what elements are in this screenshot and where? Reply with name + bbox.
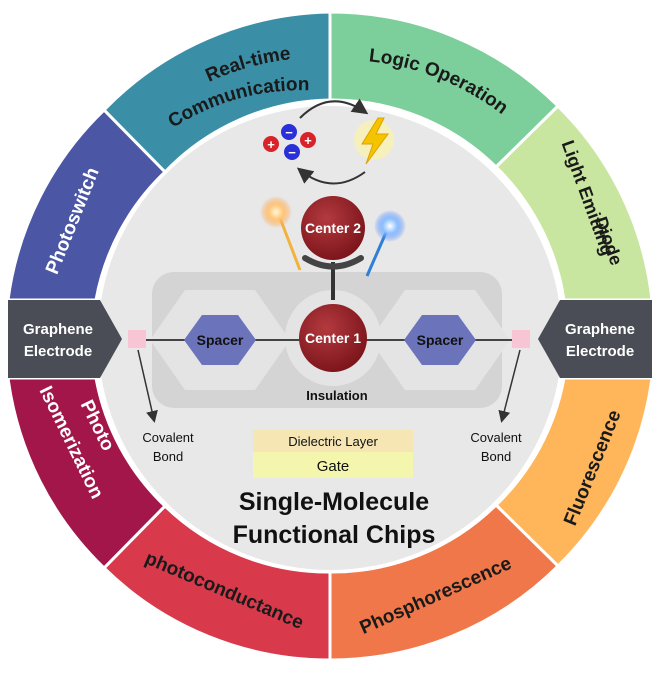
left-electrode-label-1: Graphene — [23, 321, 93, 338]
segment-light-emitting-diode — [493, 103, 654, 302]
orange-light-beam — [278, 217, 302, 271]
right-electrode-label-2: Electrode — [566, 343, 634, 360]
left-spacer-label: Spacer — [197, 332, 244, 348]
right-electrode-label-1: Graphene — [565, 321, 635, 338]
charge-cluster: + − + − — [263, 124, 316, 160]
positive-charge-1 — [263, 136, 279, 152]
center2-ball — [301, 196, 365, 260]
right-contact-pad — [512, 330, 530, 348]
left-electrode — [8, 300, 122, 378]
positive-sign-1: + — [267, 137, 275, 152]
center2-label: Center 2 — [305, 220, 361, 236]
cycle-arrow-top — [299, 98, 369, 119]
right-covalent-label-1: Covalent — [470, 430, 522, 445]
lightning-icon — [354, 117, 394, 165]
left-spacer-hexagon — [184, 315, 256, 365]
diagram-title-line-2: Functional Chips — [233, 521, 436, 549]
left-covalent-arrow — [137, 349, 158, 423]
left-covalent-label-1: Covalent — [142, 430, 194, 445]
gate-label: Gate — [317, 458, 350, 475]
dielectric-layer — [253, 430, 413, 452]
right-covalent-arrow — [498, 349, 521, 423]
right-electrode — [538, 300, 652, 378]
diagram-title-line-1: Single-Molecule — [239, 488, 429, 516]
left-electrode-label-2: Electrode — [24, 343, 92, 360]
right-covalent-label-2: Bond — [481, 449, 511, 464]
insulation-label: Insulation — [306, 388, 367, 403]
segment-photo-isomerization — [6, 376, 168, 571]
center2-cradle — [302, 255, 364, 270]
positive-sign-2: + — [304, 133, 312, 148]
negative-sign-1: − — [285, 125, 293, 140]
center1-label: Center 1 — [305, 330, 361, 346]
negative-charge-1 — [281, 124, 297, 140]
segment-photoswitch — [6, 107, 168, 302]
right-spacer-label: Spacer — [417, 332, 464, 348]
outer-ring — [6, 10, 654, 662]
gate-layer — [253, 452, 413, 478]
negative-charge-2 — [284, 144, 300, 160]
cycle-arrow-bottom — [296, 167, 366, 185]
dielectric-label: Dielectric Layer — [288, 434, 378, 449]
blue-light-glow — [374, 210, 406, 242]
left-contact-pad — [128, 330, 146, 348]
right-spacer-hexagon — [404, 315, 476, 365]
negative-sign-2: − — [288, 145, 296, 160]
left-covalent-label-2: Bond — [153, 449, 183, 464]
center1-ball — [299, 304, 367, 372]
orange-light-glow — [260, 196, 292, 228]
positive-charge-2 — [300, 132, 316, 148]
